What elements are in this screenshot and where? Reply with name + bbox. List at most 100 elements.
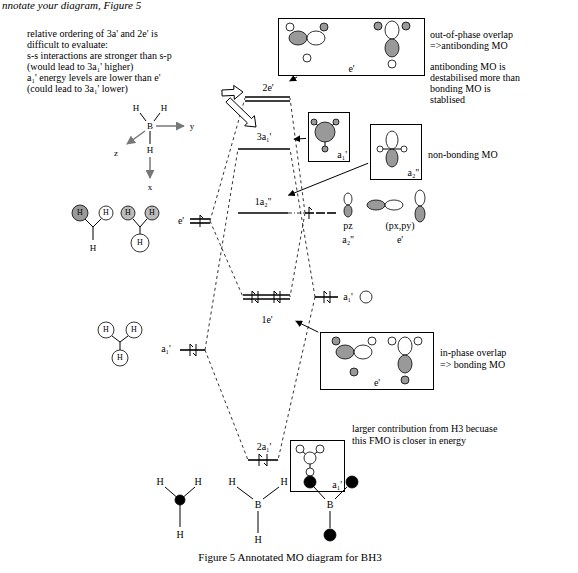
energy-level xyxy=(327,212,336,214)
p-lobe xyxy=(398,355,412,373)
hollow-arrows xyxy=(222,85,256,127)
atom-label: H xyxy=(228,477,235,487)
annotation-text: this FMO is closer in energy xyxy=(352,436,466,446)
orbital-label: (px,py) xyxy=(385,221,414,231)
sphere-lobe xyxy=(320,23,328,31)
sphere-lobe xyxy=(315,122,335,142)
sphere-lobe xyxy=(304,452,316,464)
symmetry-label: a₁' xyxy=(343,292,353,302)
atom-label: H xyxy=(194,477,201,487)
energy-level xyxy=(316,212,325,214)
axis-label: x xyxy=(148,183,153,192)
sphere-lobe xyxy=(175,495,185,505)
atom-label: H xyxy=(77,209,83,217)
electron xyxy=(255,291,258,303)
note-text: difficult to evaluate: xyxy=(27,40,108,50)
symmetry-label: e' xyxy=(372,377,382,389)
bond-line xyxy=(140,219,147,227)
atom-label: H xyxy=(147,146,154,155)
energy-level-label: 3a₁' xyxy=(236,131,292,151)
sphere-lobe xyxy=(346,476,358,488)
atom-label: H xyxy=(280,477,287,487)
orbital-box: a₂'' xyxy=(370,124,422,180)
cut-heading: nnotate your diagram, Figure 5 xyxy=(2,0,141,11)
bond-line xyxy=(237,487,253,499)
annotation-text: =>antibonding MO xyxy=(430,41,508,51)
p-lobe xyxy=(398,337,412,355)
bond-line xyxy=(85,219,93,227)
orbitals xyxy=(72,21,425,541)
bond-line xyxy=(263,487,279,499)
sphere-lobe xyxy=(98,322,114,338)
level-label: 2e' xyxy=(260,82,275,94)
sphere-lobe xyxy=(324,529,336,541)
nonbonding-link xyxy=(288,213,305,214)
bond-line xyxy=(140,113,146,121)
atom-label: B xyxy=(255,500,262,510)
orbital-box: a₁' xyxy=(308,112,350,162)
symmetry-label: a₁' xyxy=(161,344,171,354)
sphere-lobe xyxy=(388,60,396,68)
electron xyxy=(193,344,196,356)
p-lobe xyxy=(354,345,372,359)
energy-level xyxy=(243,298,290,300)
p-lobe xyxy=(415,206,425,222)
energy-levels xyxy=(180,97,338,460)
axis-arrow xyxy=(127,131,145,144)
sphere-lobe xyxy=(296,445,304,453)
p-lobe xyxy=(344,193,352,205)
sphere-lobe xyxy=(377,146,383,152)
bond-line xyxy=(120,336,128,342)
bond-line xyxy=(120,342,121,350)
electron xyxy=(264,454,267,466)
hollow-arrow xyxy=(222,85,243,99)
pointer-arrow xyxy=(294,138,306,140)
electron xyxy=(277,291,280,303)
atom-label: H xyxy=(161,104,168,113)
axis-arrow xyxy=(156,125,184,127)
energy-level-label: 1e' xyxy=(240,288,294,326)
bond-line xyxy=(258,511,259,533)
correlation-line xyxy=(290,149,315,297)
atom-label: B xyxy=(147,122,153,131)
orbital-box: a₁' xyxy=(290,440,345,492)
atom-label: H xyxy=(137,239,143,247)
orbital-box: e' xyxy=(278,18,425,76)
energy-level xyxy=(180,349,205,351)
electron xyxy=(259,454,262,466)
sphere-lobe xyxy=(311,119,317,125)
electron xyxy=(274,291,277,303)
sphere-lobe xyxy=(401,376,409,384)
sphere-lobe xyxy=(401,146,407,152)
energy-level xyxy=(245,96,290,98)
atom-label: H xyxy=(156,477,163,487)
electron xyxy=(190,344,193,356)
energy-level xyxy=(243,294,290,296)
electron xyxy=(252,291,255,303)
electrons xyxy=(190,207,330,466)
figure-caption: Figure 5 Annotated MO diagram for BH3 xyxy=(198,552,381,563)
correlation-line xyxy=(205,350,248,460)
bond-line xyxy=(133,219,140,227)
axis-label: z xyxy=(114,149,118,158)
p-lobe xyxy=(307,31,325,45)
bond-line xyxy=(154,113,160,121)
sphere-lobe xyxy=(304,476,316,488)
atom-label: H xyxy=(117,354,123,362)
annotation-text: => bonding MO xyxy=(440,360,505,370)
annotation-text: destabilised more than xyxy=(430,73,520,83)
sphere-lobe xyxy=(316,445,324,453)
p-lobe xyxy=(385,39,399,57)
atom-label: H xyxy=(103,326,109,334)
annotation-text: out-of-phase overlap xyxy=(430,30,513,40)
level-label: 1a₂'' xyxy=(253,196,274,208)
bond-line xyxy=(112,336,120,342)
sphere-lobe xyxy=(112,350,128,366)
correlation-lines xyxy=(205,98,315,460)
axis-label: y xyxy=(190,122,195,131)
level-label: 1e' xyxy=(259,314,274,326)
energy-level xyxy=(248,459,278,461)
hollow-arrow xyxy=(226,98,256,127)
energy-level xyxy=(315,296,338,298)
